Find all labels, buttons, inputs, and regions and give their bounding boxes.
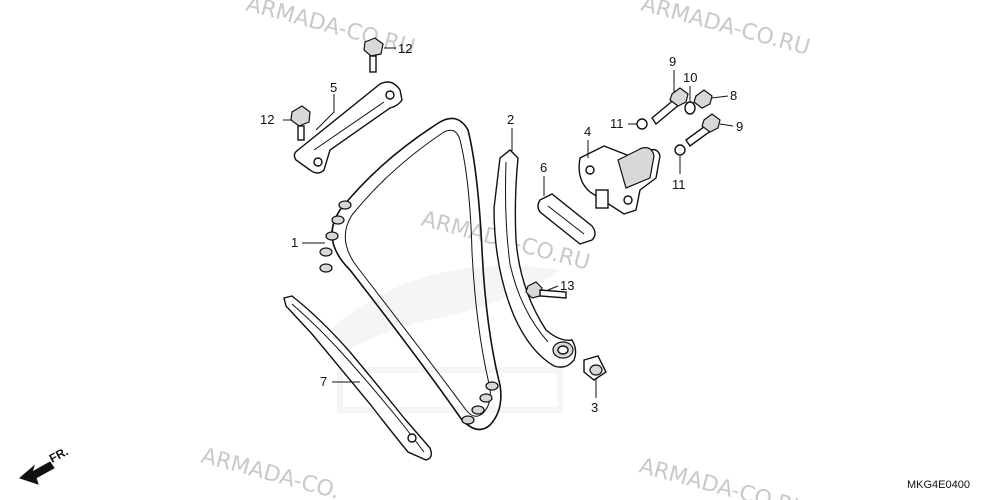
bolt-8 [693, 89, 713, 109]
callout-7: 7 [320, 374, 327, 389]
callout-10: 10 [683, 70, 697, 85]
oring-11-top [636, 118, 648, 130]
watermark-top: ARMADA-CO.RU [638, 0, 812, 61]
callout-11-top: 11 [610, 116, 624, 131]
tensioner-arm [493, 149, 577, 368]
leader-lines [283, 47, 734, 398]
watermark-bottom-right: ARMADA-CO.RU [636, 454, 810, 500]
diagram-code: MKG4E0400 [907, 479, 970, 491]
tensioner-lifter [578, 145, 661, 215]
background-logo [330, 266, 563, 413]
front-arrow-icon [19, 461, 55, 485]
chain-links [319, 200, 499, 425]
callout-12-top: 12 [398, 41, 412, 56]
callout-8: 8 [730, 88, 737, 103]
callout-9-right: 9 [736, 119, 743, 134]
bolt-13 [525, 281, 567, 299]
callout-5: 5 [330, 80, 337, 95]
guide-plate [293, 81, 403, 174]
callout-4: 4 [584, 124, 591, 139]
watermark-top-left: ARMADA-CO.RU [243, 0, 417, 61]
collar [583, 355, 607, 381]
callout-6: 6 [540, 160, 547, 175]
callout-2: 2 [507, 112, 514, 127]
washer-10 [684, 101, 696, 115]
bolt-12-top [363, 37, 384, 73]
callout-13: 13 [560, 278, 574, 293]
callout-11-bottom: 11 [672, 177, 686, 192]
cam-chain [319, 117, 502, 431]
callout-1: 1 [291, 235, 298, 250]
bolt-9-top [651, 87, 689, 126]
gasket [537, 193, 596, 245]
bolt-9-right [685, 113, 721, 147]
oring-11-bottom [674, 144, 686, 156]
callout-3: 3 [591, 400, 598, 415]
bolt-12-left [290, 105, 311, 141]
chain-guide [283, 295, 433, 461]
callout-9-top: 9 [669, 54, 676, 69]
callout-12-left: 12 [260, 112, 274, 127]
watermark-bottom-left: ARMADA-CO. [198, 444, 342, 500]
